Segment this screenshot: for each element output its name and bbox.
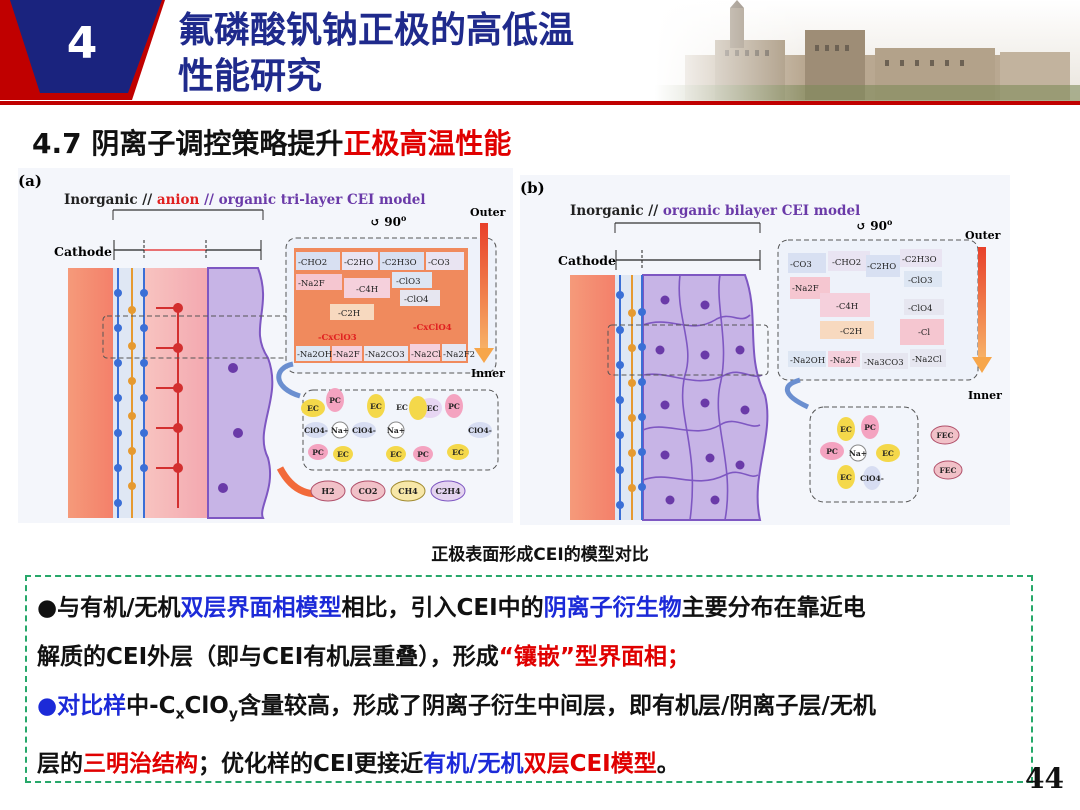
panel-a-cathode-label: Cathode — [54, 244, 112, 259]
solvation-a-molecule: ClO4- — [304, 426, 328, 435]
panel-b-model-title: Inorganic // organic bilayer CEI model — [570, 203, 860, 219]
zoom-b-species: -ClO3 — [908, 276, 932, 286]
solvation-b-molecule: EC — [882, 449, 894, 458]
zoom-a-species: -C2H — [338, 309, 360, 319]
gas-molecule: CO2 — [359, 486, 378, 496]
gas-molecule: H2 — [321, 486, 334, 496]
gas-molecule: C2H4 — [435, 486, 460, 496]
zoom-a-species: -Na2Cl — [411, 350, 441, 360]
zoom-b-species: -Na2OH — [790, 356, 825, 366]
zoom-a-species: -Na2F — [298, 279, 325, 289]
zoom-a-species: -C2HO — [344, 258, 373, 268]
zoom-b-species: -C2H — [840, 327, 862, 337]
zoom-b-species: -ClO4 — [908, 304, 932, 314]
header-title-line2: 性能研究 — [178, 54, 648, 100]
solvation-b-molecule: EC — [840, 473, 852, 482]
panel-b-outer-label: Outer — [965, 229, 1001, 242]
header-title: 氟磷酸钒钠正极的高低温 性能研究 — [178, 8, 648, 100]
solvation-b-molecule: Na+ — [849, 449, 867, 458]
solvation-a-molecule: EC — [396, 403, 408, 412]
solvation-a-molecule: EC — [452, 448, 464, 457]
solvation-a-molecule: PC — [329, 396, 341, 405]
solvation-a-molecule: Na+ — [387, 426, 405, 435]
summary-box: ●与有机/无机双层界面相模型相比，引入CEI中的阴离子衍生物主要分布在靠近电解质… — [25, 575, 1033, 783]
summary-paragraph-2: ●对比样中-CxClOy含量较高，形成了阴离子衍生中间层，即有机层/阴离子层/无… — [37, 682, 1027, 789]
summary-paragraph-1: ●与有机/无机双层界面相模型相比，引入CEI中的阴离子衍生物主要分布在靠近电解质… — [37, 584, 1027, 682]
zoom-b-species: -Na3CO3 — [864, 358, 904, 368]
panel-b-diagram: (b) Inorganic // organic bilayer CEI mod… — [520, 175, 1010, 525]
zoom-b-species: -C2HO — [867, 262, 896, 272]
zoom-a-species: -Na2F2 — [443, 350, 475, 360]
zoom-a-species: -Na2CO3 — [365, 350, 405, 360]
zoom-a-species: -C4H — [356, 285, 378, 295]
solvation-a-molecule: PC — [448, 402, 460, 411]
solvation-a-molecule: PC — [312, 448, 324, 457]
solvation-b-molecule: PC — [864, 423, 876, 432]
panel-a-outer-label: Outer — [470, 206, 506, 219]
zoom-b-species: -C4H — [836, 302, 858, 312]
free-molecule: FEC — [939, 466, 956, 475]
zoom-b-species: -Cl — [918, 328, 930, 338]
zoom-b-species: -Na2F — [830, 356, 857, 366]
header-divider — [0, 101, 1080, 105]
solvation-a-molecule: PC — [417, 450, 429, 459]
subtitle-highlight: 正极高温性能 — [343, 127, 511, 160]
zoom-a-species: -CxClO3 — [318, 333, 357, 343]
solvation-a-molecule: Na+ — [331, 426, 349, 435]
zoom-a-species: -Na2OH — [297, 350, 332, 360]
panel-a-label: (a) — [18, 172, 42, 190]
panel-b-cathode-label: Cathode — [558, 253, 616, 268]
solvation-b-molecule: EC — [840, 425, 852, 434]
zoom-b-species: -CHO2 — [832, 258, 861, 268]
zoom-a-species: -Na2F — [333, 350, 360, 360]
solvation-b-molecule: ClO4- — [860, 474, 884, 483]
panel-a-model-title: Inorganic // anion // organic tri-layer … — [64, 192, 426, 208]
figure-caption: 正极表面形成CEI的模型对比 — [0, 540, 1080, 565]
zoom-b-species: -C2H3O — [902, 255, 937, 265]
zoom-a-species: -ClO4 — [404, 295, 428, 305]
zoom-a-species: -C2H3O — [382, 258, 417, 268]
zoom-b-species: -Na2F — [792, 284, 819, 294]
panel-a-diagram: (a) Inorganic // anion // organic tri-la… — [18, 168, 513, 523]
solvation-a-molecule: ClO4- — [468, 426, 492, 435]
subtitle-prefix: 4.7 阴离子调控策略提升 — [32, 127, 343, 160]
gas-molecule: CH4 — [398, 486, 418, 496]
zoom-a-species: -CHO2 — [298, 258, 327, 268]
slide-subtitle: 4.7 阴离子调控策略提升正极高温性能 — [32, 122, 511, 162]
campus-building-photo — [655, 0, 1080, 103]
page-number: 44 — [1025, 762, 1064, 795]
header-title-line1: 氟磷酸钒钠正极的高低温 — [178, 8, 648, 54]
solvation-a-molecule: EC — [337, 450, 349, 459]
solvation-b-molecule: PC — [826, 447, 838, 456]
panel-b-inner-label: Inner — [968, 389, 1002, 402]
zoom-a-species: -CO3 — [428, 258, 450, 268]
free-molecule: FEC — [936, 431, 953, 440]
zoom-a-species: -CxClO4 — [413, 323, 452, 333]
section-number: 4 — [52, 18, 112, 69]
solvation-a-molecule: ClO4- — [352, 426, 376, 435]
solvation-a-molecule: EC — [390, 450, 402, 459]
zoom-b-species: -CO3 — [790, 260, 812, 270]
zoom-a-species: -ClO3 — [396, 277, 420, 287]
solvation-a-molecule: EC — [307, 404, 319, 413]
panel-b-label: (b) — [520, 179, 545, 197]
solvation-a-molecule: EC — [370, 402, 382, 411]
zoom-b-species: -Na2Cl — [912, 355, 942, 365]
panel-a-inner-label: Inner — [471, 367, 505, 380]
